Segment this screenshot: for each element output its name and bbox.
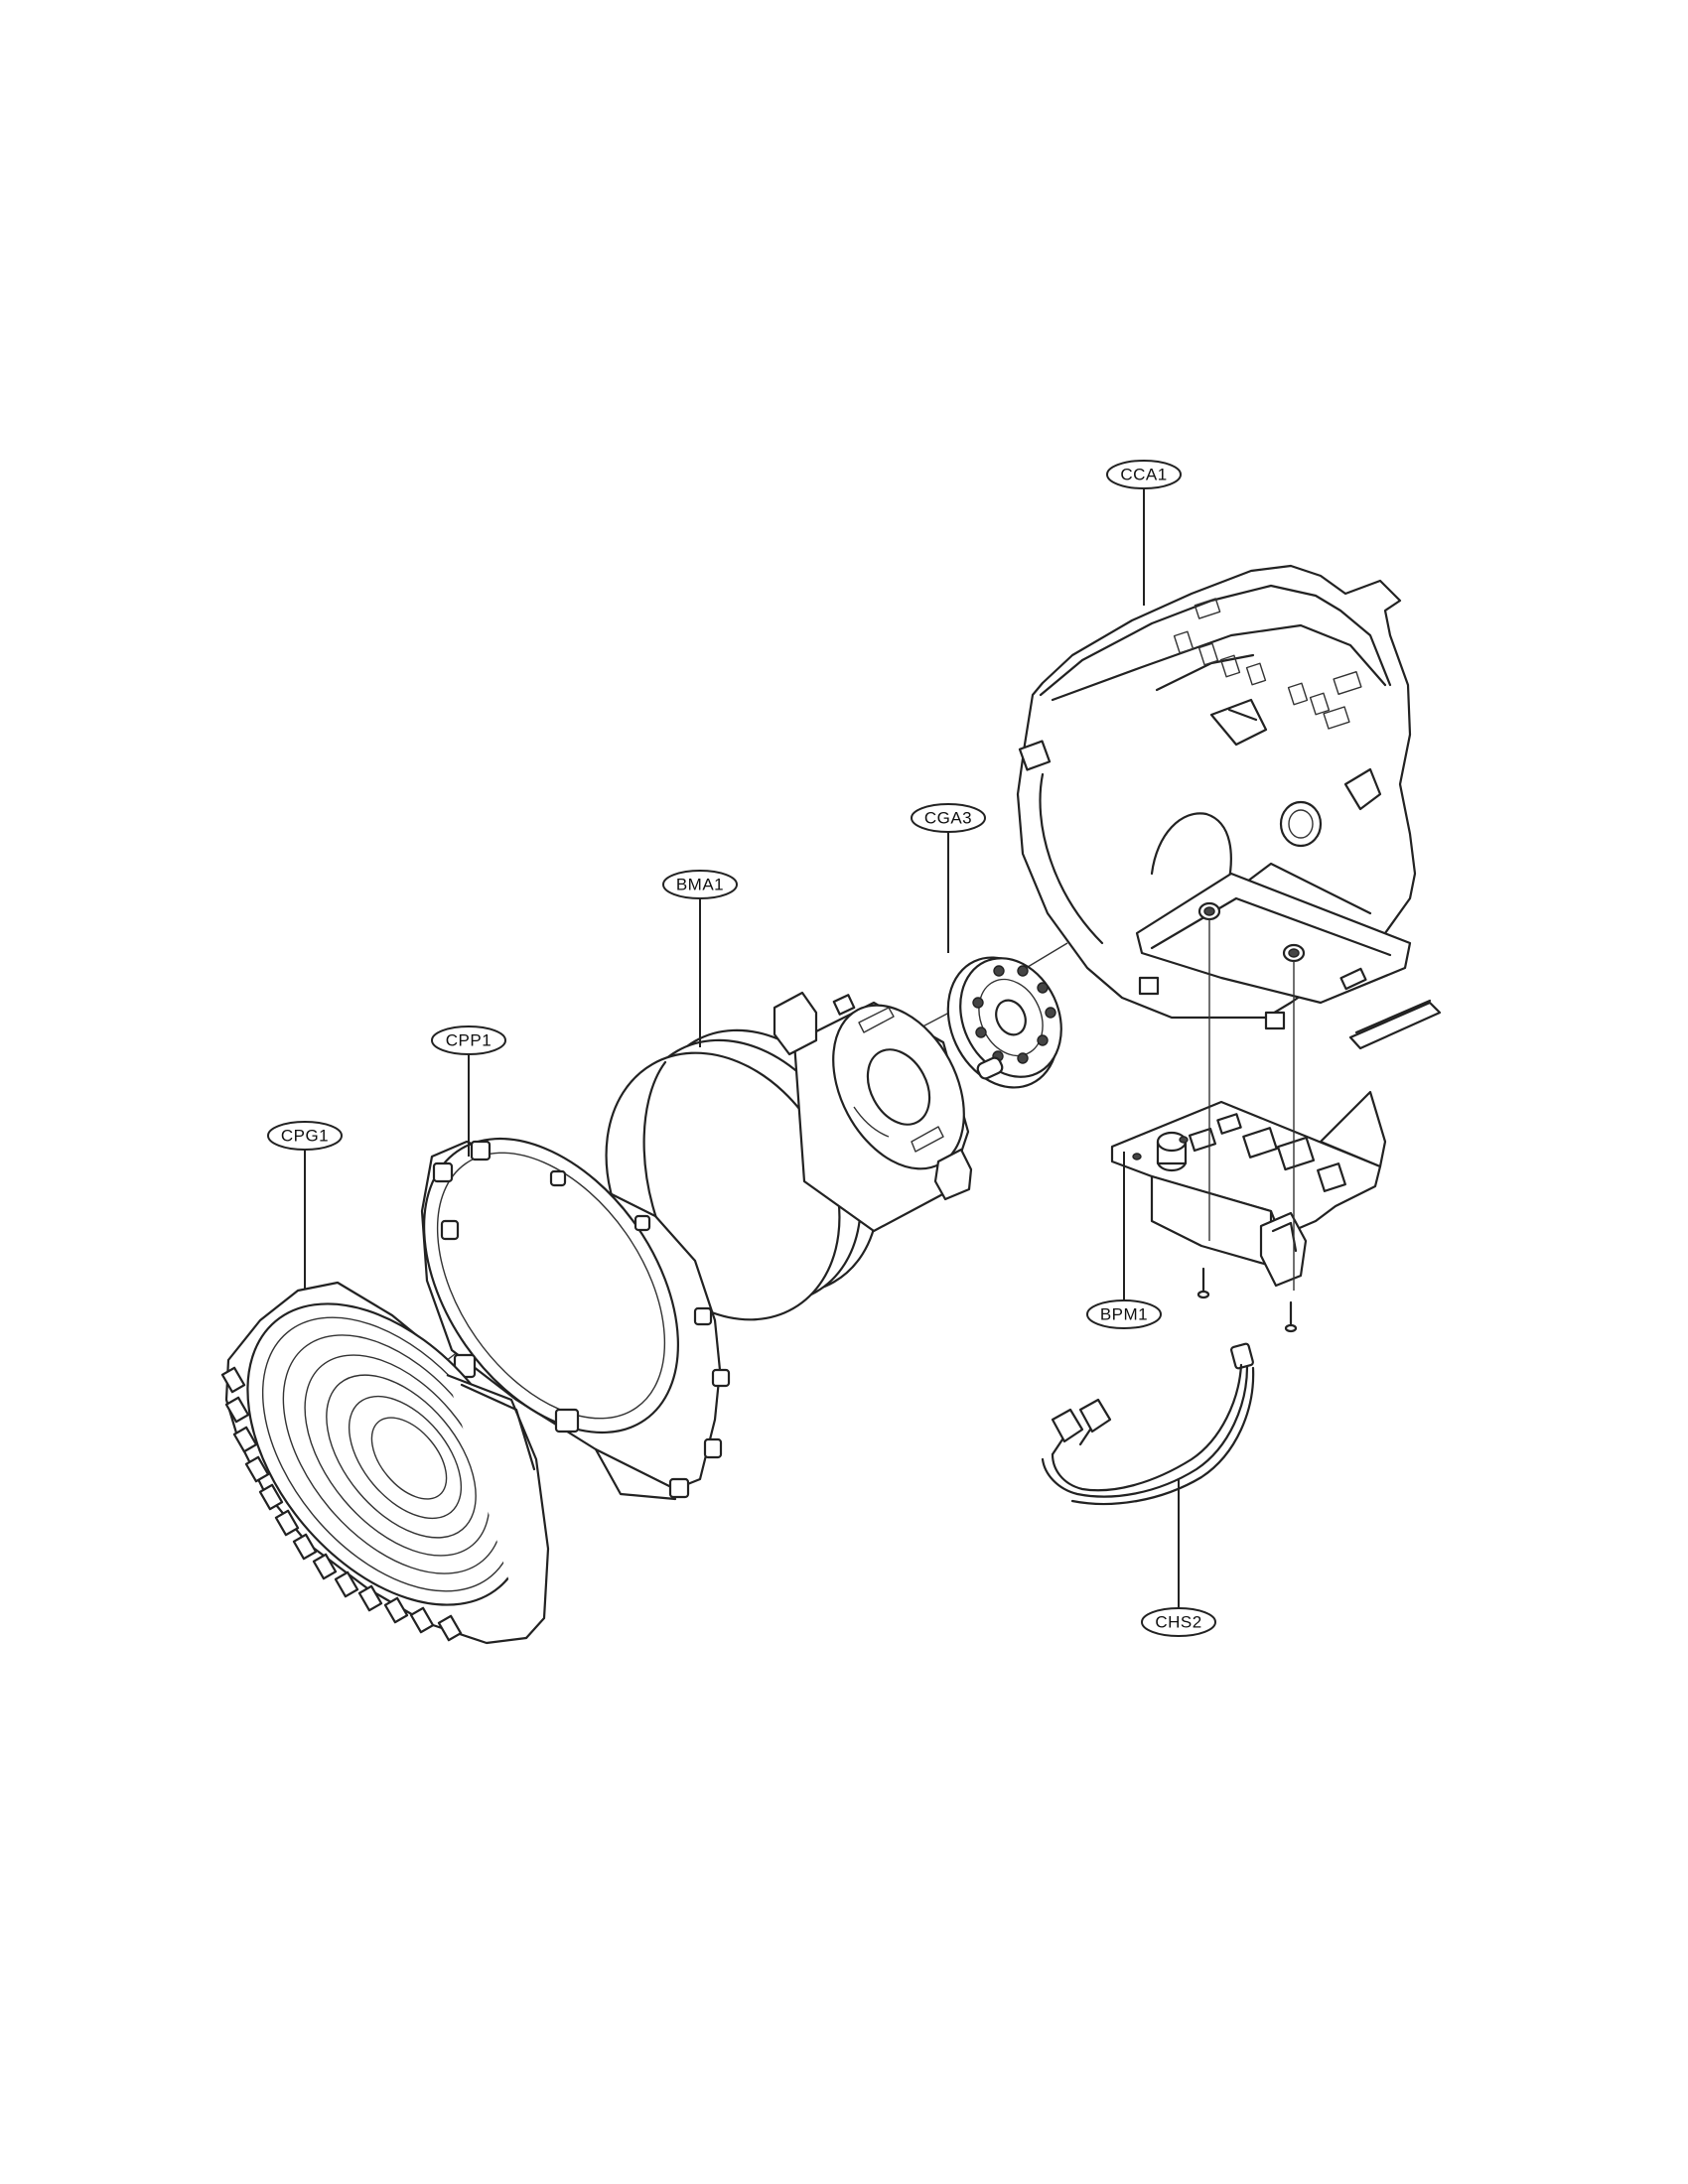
screw-right xyxy=(1284,1300,1298,1333)
callout-label-cga3: CGA3 xyxy=(924,809,972,828)
callout-label-bma1: BMA1 xyxy=(676,876,724,894)
wire-harness-chs2 xyxy=(1041,1342,1255,1506)
callout-bpm1: BPM1 xyxy=(1086,1299,1162,1329)
callout-label-cpp1: CPP1 xyxy=(446,1031,492,1050)
callout-cga3: CGA3 xyxy=(911,803,986,833)
guide-lines xyxy=(1208,919,1295,1291)
callout-chs2: CHS2 xyxy=(1141,1607,1216,1637)
callout-label-bpm1: BPM1 xyxy=(1100,1305,1148,1324)
fan-gasket-cga3 xyxy=(946,956,1062,1089)
front-grille-cpg1 xyxy=(220,1281,550,1645)
pcb-assembly-bpm1 xyxy=(1110,1090,1387,1288)
screw-left xyxy=(1196,1267,1210,1299)
callout-label-cca1: CCA1 xyxy=(1120,466,1167,484)
callout-bma1: BMA1 xyxy=(662,870,738,899)
callout-label-cpg1: CPG1 xyxy=(281,1127,329,1146)
callout-cca1: CCA1 xyxy=(1106,460,1182,489)
callout-label-chs2: CHS2 xyxy=(1155,1613,1201,1632)
leader-lines xyxy=(304,488,1180,1608)
callout-cpp1: CPP1 xyxy=(431,1025,506,1055)
callout-cpg1: CPG1 xyxy=(267,1121,343,1151)
blower-housing-cca1 xyxy=(1016,564,1417,1030)
plate-gasket-cpp1 xyxy=(420,1137,731,1501)
bracket-part xyxy=(1348,999,1442,1050)
